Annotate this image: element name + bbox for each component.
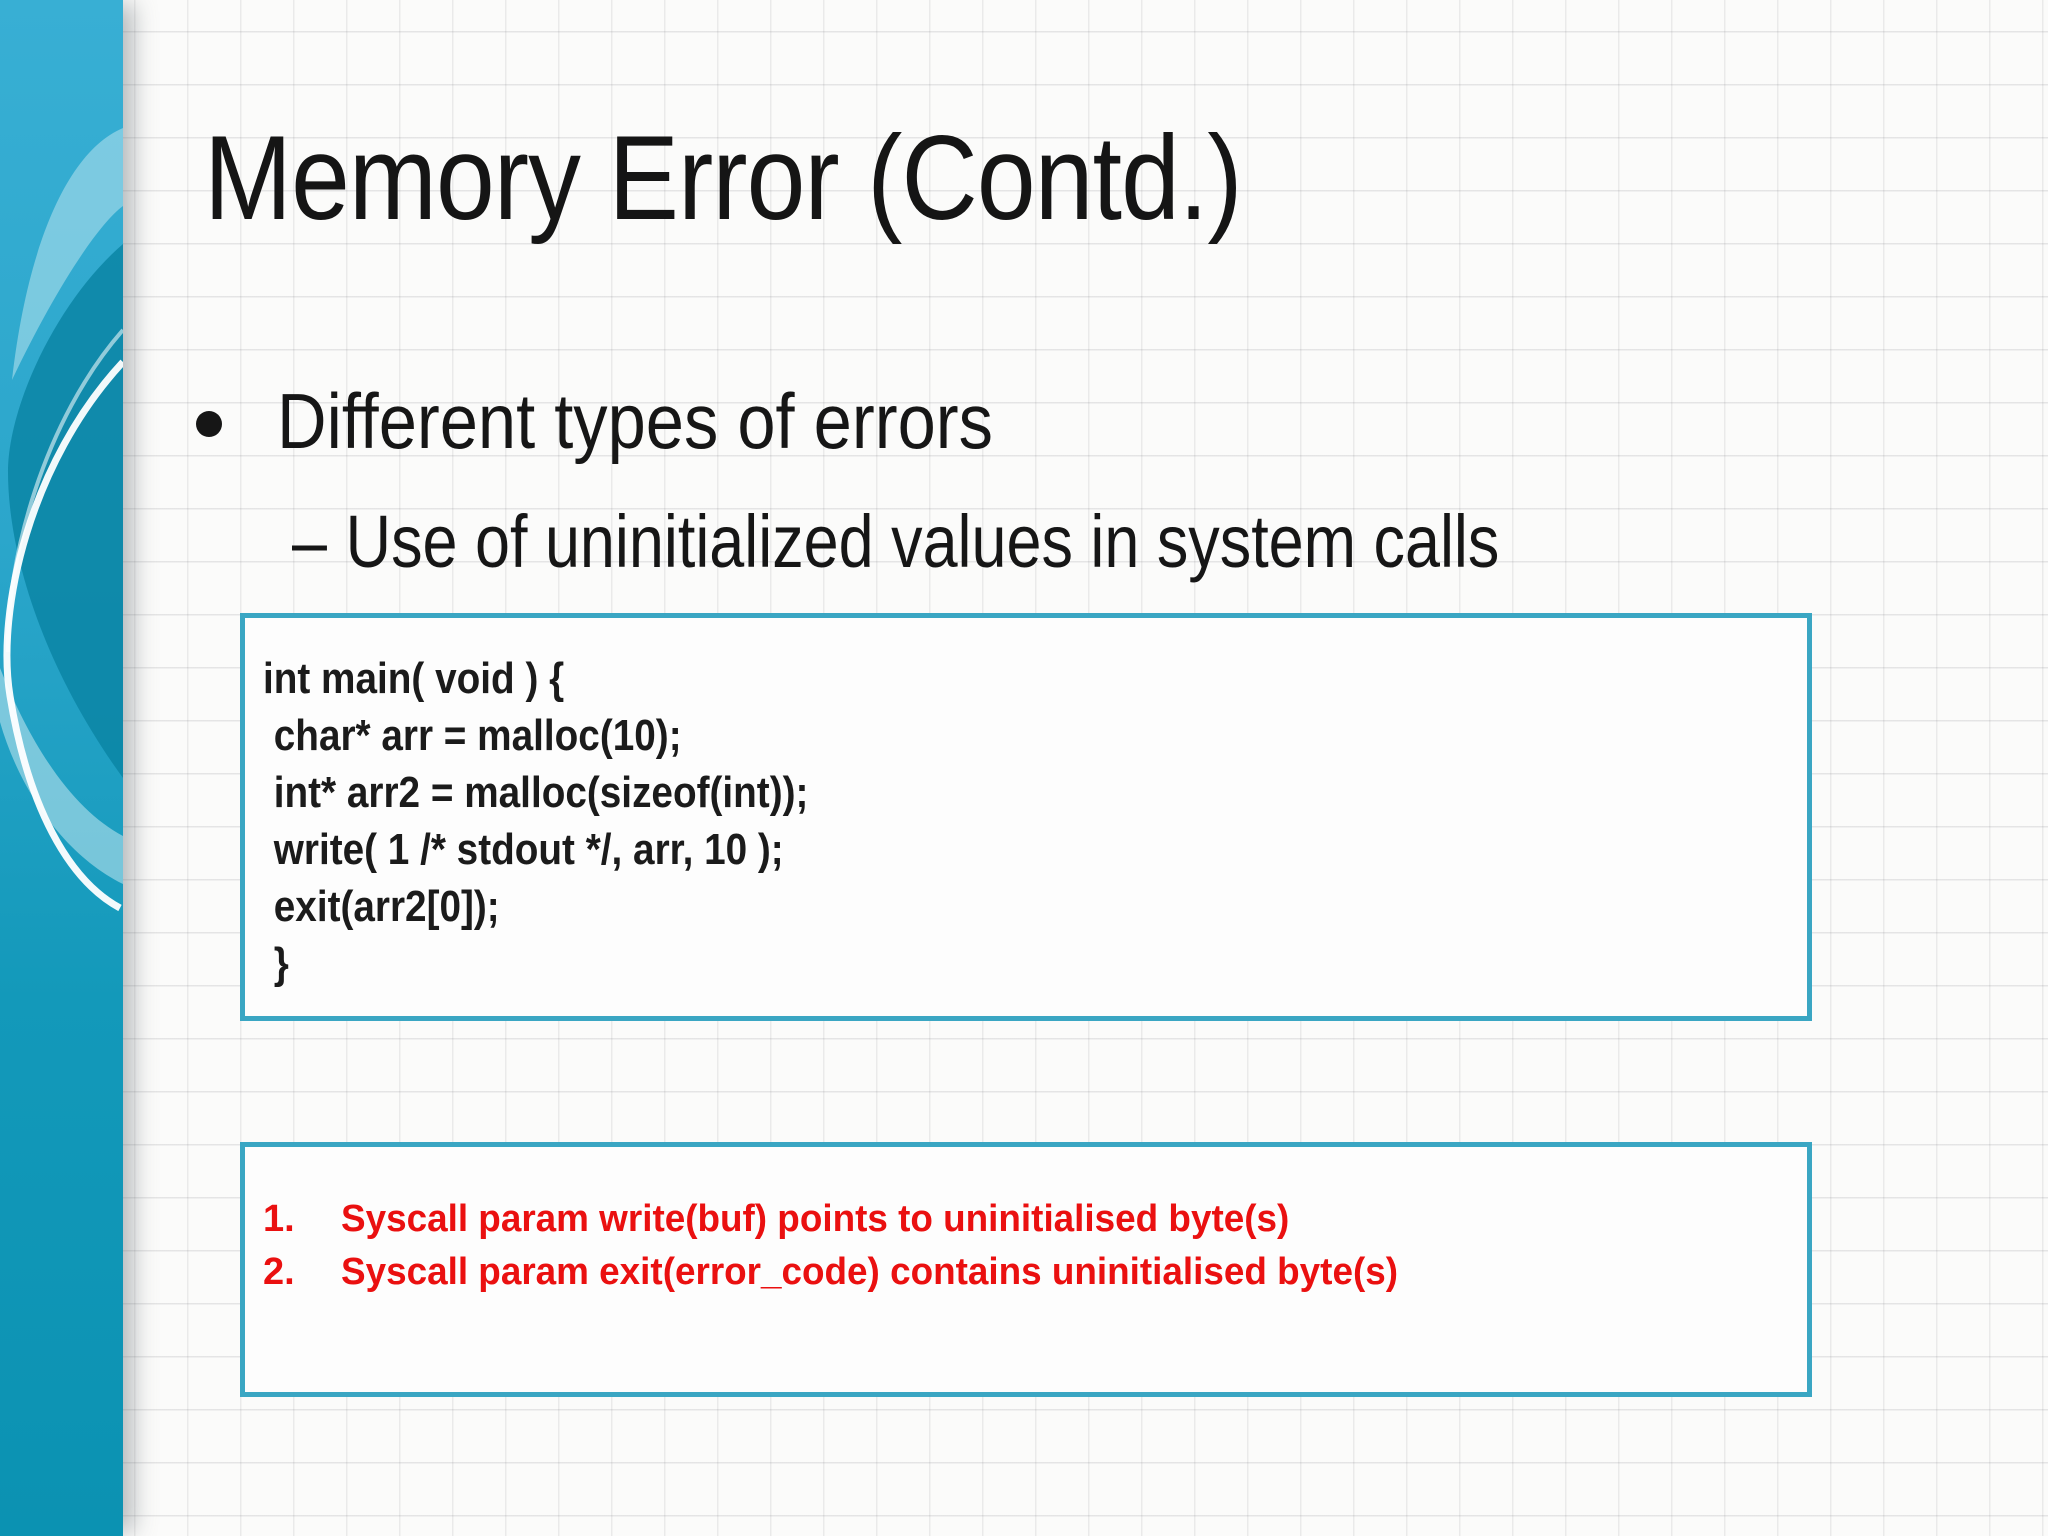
page-title: Memory Error (Contd.) <box>204 111 1243 245</box>
error-output-box: 1. Syscall param write(buf) points to un… <box>240 1142 1812 1397</box>
code-box: int main( void ) { char* arr = malloc(10… <box>240 613 1812 1021</box>
error-item: 2. Syscall param exit(error_code) contai… <box>263 1246 1807 1299</box>
code-line: write( 1 /* stdout */, arr, 10 ); <box>263 825 784 874</box>
code-line: int main( void ) { <box>263 654 565 703</box>
sub-bullet: –Use of uninitialized values in system c… <box>292 505 1499 579</box>
code-line: char* arr = malloc(10); <box>263 711 682 760</box>
bullet-text: Different types of errors <box>277 377 993 465</box>
error-item-number: 1. <box>263 1198 295 1240</box>
error-item-text: Syscall param exit(error_code) contains … <box>341 1251 1398 1293</box>
code-line: exit(arr2[0]); <box>263 882 500 931</box>
sidebar-decoration <box>0 0 123 1536</box>
error-list: 1. Syscall param write(buf) points to un… <box>245 1147 1807 1299</box>
bullet-marker-icon <box>196 411 222 437</box>
sub-bullet-text: Use of uninitialized values in system ca… <box>345 500 1500 583</box>
dash-marker: – <box>292 500 327 583</box>
error-item: 1. Syscall param write(buf) points to un… <box>263 1193 1807 1246</box>
code-listing: int main( void ) { char* arr = malloc(10… <box>245 618 1807 992</box>
code-line: } <box>263 939 289 988</box>
error-item-number: 2. <box>263 1251 295 1293</box>
error-item-text: Syscall param write(buf) points to unini… <box>341 1198 1290 1240</box>
code-line: int* arr2 = malloc(sizeof(int)); <box>263 768 809 817</box>
swoosh-graphic <box>0 0 123 1536</box>
